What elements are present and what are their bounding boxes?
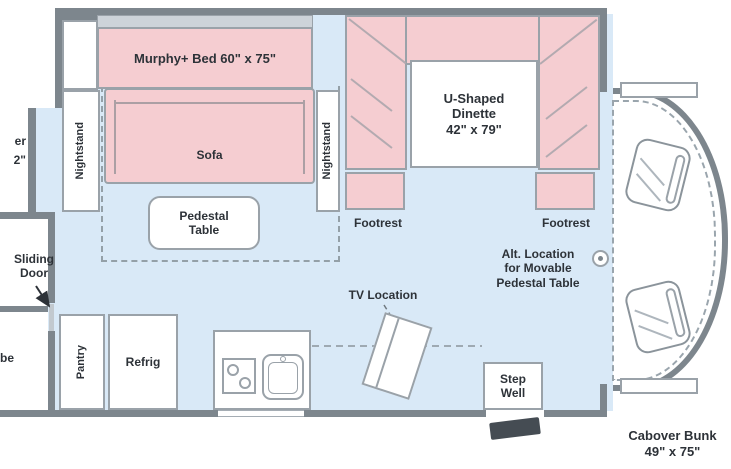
slideout-wall-left: [28, 108, 36, 212]
nightstand-right: Nightstand: [316, 90, 340, 212]
sofa-armrest-left: [114, 100, 116, 174]
footrest-left: [345, 172, 405, 210]
nightstand-right-label: Nightstand: [321, 122, 334, 180]
wardrobe-label-cropped: be: [0, 351, 15, 365]
head-cabinet: [62, 20, 98, 90]
sofa: Sofa: [104, 88, 315, 184]
dinette-table: U-Shaped Dinette 42" x 79": [410, 60, 538, 168]
sliding-door-panel: [49, 304, 54, 331]
dinette-seat-right: [538, 15, 600, 170]
tv-screen-line: [375, 318, 400, 388]
seat-seam: [638, 325, 673, 340]
burner-icon: [239, 377, 251, 389]
pantry: Pantry: [59, 314, 105, 410]
sliding-door-label: Sliding Door: [14, 252, 54, 281]
entry-door-opening: [486, 410, 544, 417]
exterior-mask-top-left: [0, 8, 55, 108]
wall-left-upper: [55, 8, 62, 108]
pedestal-table: Pedestal Table: [148, 196, 260, 250]
step-well-label: Step Well: [499, 371, 526, 400]
pantry-label: Pantry: [75, 344, 88, 380]
wall-bath-top: [0, 212, 55, 219]
alt-table-location-label: Alt. Location for Movable Pedestal Table: [496, 247, 580, 290]
kitchen-window: [218, 410, 304, 417]
seat-seam: [634, 309, 669, 325]
shower-label-cropped: er 2": [13, 134, 26, 168]
dinette-seat-top: [405, 15, 540, 65]
slideout-tab-top: [62, 8, 98, 20]
wall-right-lower: [600, 384, 607, 417]
footrest-left-label: Footrest: [354, 216, 402, 230]
refrigerator-label: Refrig: [125, 354, 161, 369]
table-mount-marker-dot: [598, 256, 603, 261]
sofa-back-line: [114, 102, 305, 104]
wall-bath-right-upper: [48, 219, 55, 303]
entry-step: [489, 417, 541, 440]
dinette-seat-left: [345, 15, 407, 170]
wall-bath-bottom: [0, 306, 48, 312]
murphy-bed: Murphy+ Bed 60" x 75": [97, 15, 313, 89]
refrigerator: Refrig: [108, 314, 178, 410]
footrest-right: [535, 172, 595, 210]
murphy-bed-headboard: [98, 16, 312, 29]
cooktop: [222, 358, 256, 394]
dinette-label: U-Shaped Dinette 42" x 79": [443, 90, 505, 137]
wardrobe-area-cropped: [0, 312, 48, 410]
faucet-icon: [280, 356, 286, 362]
wall-right-upper: [600, 8, 607, 92]
pedestal-table-label: Pedestal Table: [179, 208, 229, 237]
tv-location-label: TV Location: [348, 288, 418, 302]
wall-top: [55, 8, 607, 15]
murphy-bed-label: Murphy+ Bed 60" x 75": [133, 50, 277, 66]
nightstand-left: Nightstand: [62, 90, 100, 212]
cab-door-bottom: [620, 378, 698, 394]
sink-bowl: [268, 362, 298, 394]
sofa-label: Sofa: [196, 148, 223, 162]
wall-bath-right-lower: [48, 331, 55, 410]
footrest-right-label: Footrest: [542, 216, 590, 230]
kitchen-sink: [262, 354, 304, 400]
cabover-bunk-label: Cabover Bunk 49" x 75": [628, 428, 717, 459]
step-well: Step Well: [483, 362, 543, 410]
nightstand-left-label: Nightstand: [74, 122, 87, 180]
cab-door-top: [620, 82, 698, 98]
sofa-armrest-right: [303, 100, 305, 174]
shower-room-cropped: [0, 108, 28, 212]
burner-icon: [227, 364, 239, 376]
